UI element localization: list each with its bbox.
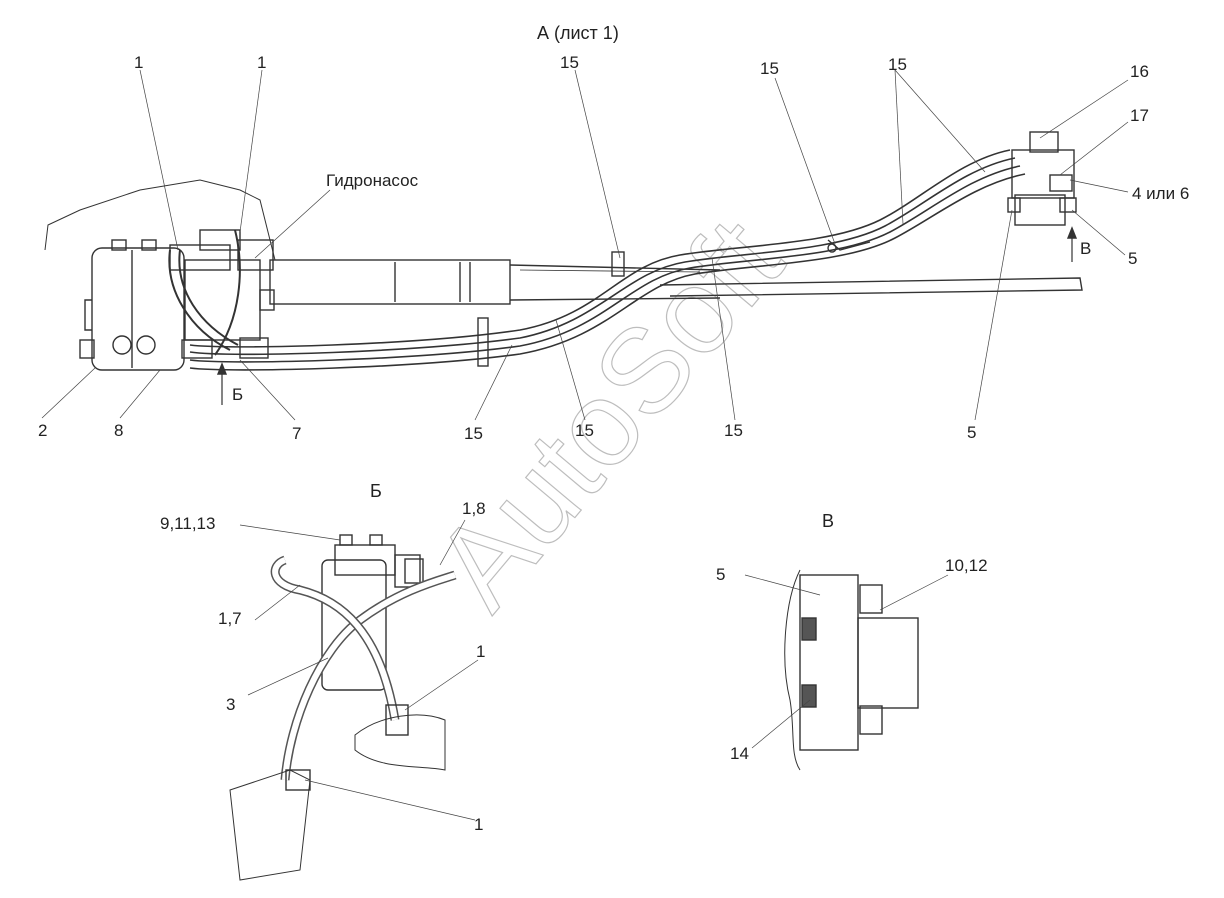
label-17: 17 xyxy=(1130,106,1149,125)
label-1b: 1 xyxy=(257,53,267,72)
tank-gauge-right xyxy=(136,335,156,355)
label-15b: 15 xyxy=(760,59,779,78)
label-10-12: 10,12 xyxy=(945,556,988,575)
label-b-1a: 1 xyxy=(476,642,486,661)
label-2: 2 xyxy=(38,421,48,440)
filter-housing xyxy=(321,559,387,691)
frame-bar xyxy=(659,277,1083,297)
arrow-v-head xyxy=(1066,226,1078,239)
hydraulic-cylinder xyxy=(269,259,511,305)
label-7: 7 xyxy=(292,424,302,443)
view-b-title: Б xyxy=(370,481,382,501)
arrow-v-label: В xyxy=(1080,239,1092,258)
label-15c: 15 xyxy=(888,55,907,74)
label-4-or-6: 4 или 6 xyxy=(1132,184,1190,203)
label-b-1b: 1 xyxy=(474,815,484,834)
hose-bundle xyxy=(189,149,1026,371)
label-5a: 5 xyxy=(1128,249,1138,268)
label-pump: Гидронасос xyxy=(326,171,419,190)
label-3: 3 xyxy=(226,695,236,714)
label-5b: 5 xyxy=(967,423,977,442)
label-8: 8 xyxy=(114,421,124,440)
label-14: 14 xyxy=(730,744,749,763)
arrow-b-head xyxy=(216,362,228,375)
label-15d: 15 xyxy=(464,424,483,443)
arrow-b-label: Б xyxy=(232,385,244,404)
label-15e: 15 xyxy=(575,421,594,440)
flange-plate xyxy=(799,574,859,751)
hydraulic-pump-body xyxy=(184,259,261,341)
view-v-title: В xyxy=(822,511,835,531)
label-1-8: 1,8 xyxy=(462,499,486,518)
tank-gauge-left xyxy=(112,335,132,355)
label-1a: 1 xyxy=(134,53,144,72)
label-15f: 15 xyxy=(724,421,743,440)
label-1-7: 1,7 xyxy=(218,609,242,628)
distributor-block xyxy=(1011,149,1075,199)
label-9-11-13: 9,11,13 xyxy=(160,514,216,533)
filter-hose-a xyxy=(280,570,457,781)
label-16: 16 xyxy=(1130,62,1149,81)
label-15a: 15 xyxy=(560,53,579,72)
label-v-5: 5 xyxy=(716,565,726,584)
main-view-title: А (лист 1) xyxy=(537,23,619,43)
frame-outline xyxy=(44,179,276,261)
mount-wall xyxy=(784,569,801,771)
